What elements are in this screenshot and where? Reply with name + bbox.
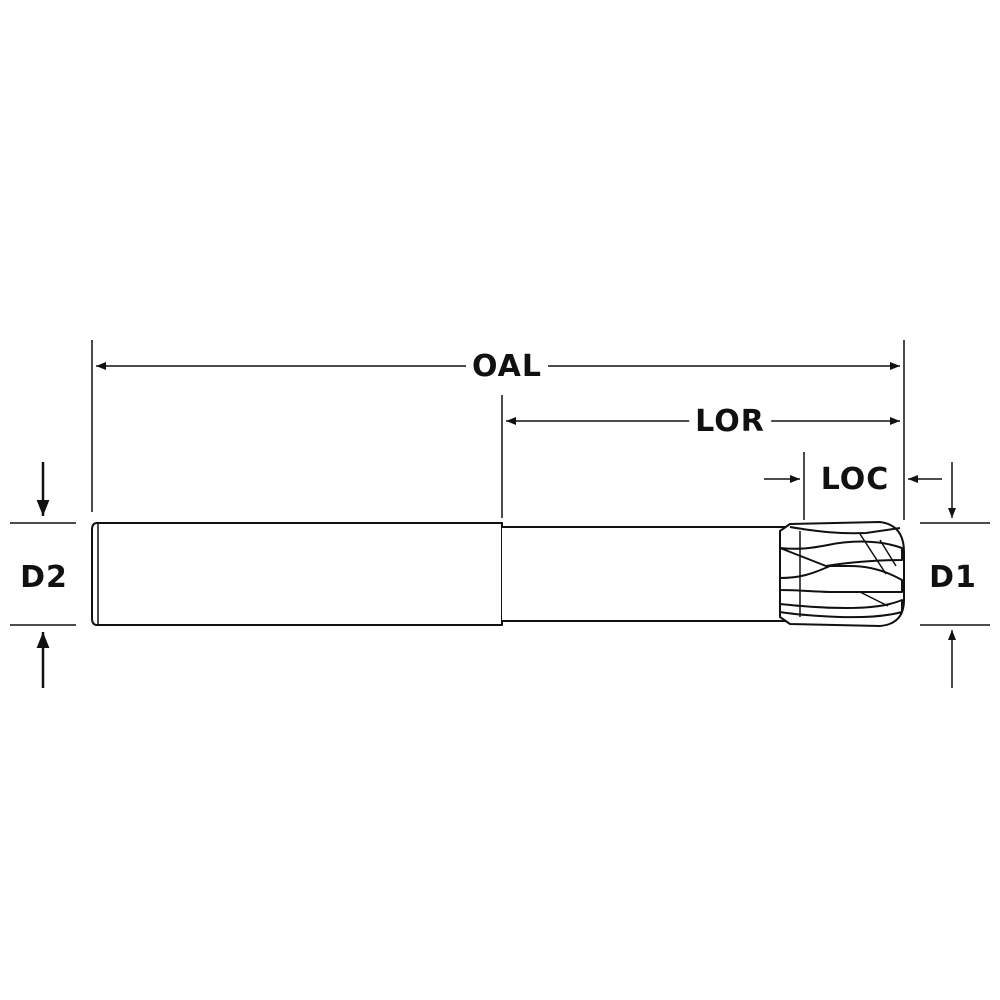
reamer-tool	[91, 521, 905, 627]
d1-label: D1	[929, 560, 977, 595]
tool-shank	[91, 522, 503, 626]
lor-label: LOR	[689, 404, 771, 440]
loc-label: LOC	[820, 462, 890, 497]
oal-label: OAL	[465, 349, 549, 385]
flute-1	[789, 526, 901, 535]
d2-label: D2	[20, 560, 68, 595]
flute-2	[779, 540, 903, 567]
tool-neck	[502, 526, 801, 622]
flute-3	[779, 565, 903, 593]
flute-edge-lines	[799, 531, 897, 617]
extension-lines	[10, 340, 990, 626]
flute-4	[779, 599, 903, 619]
